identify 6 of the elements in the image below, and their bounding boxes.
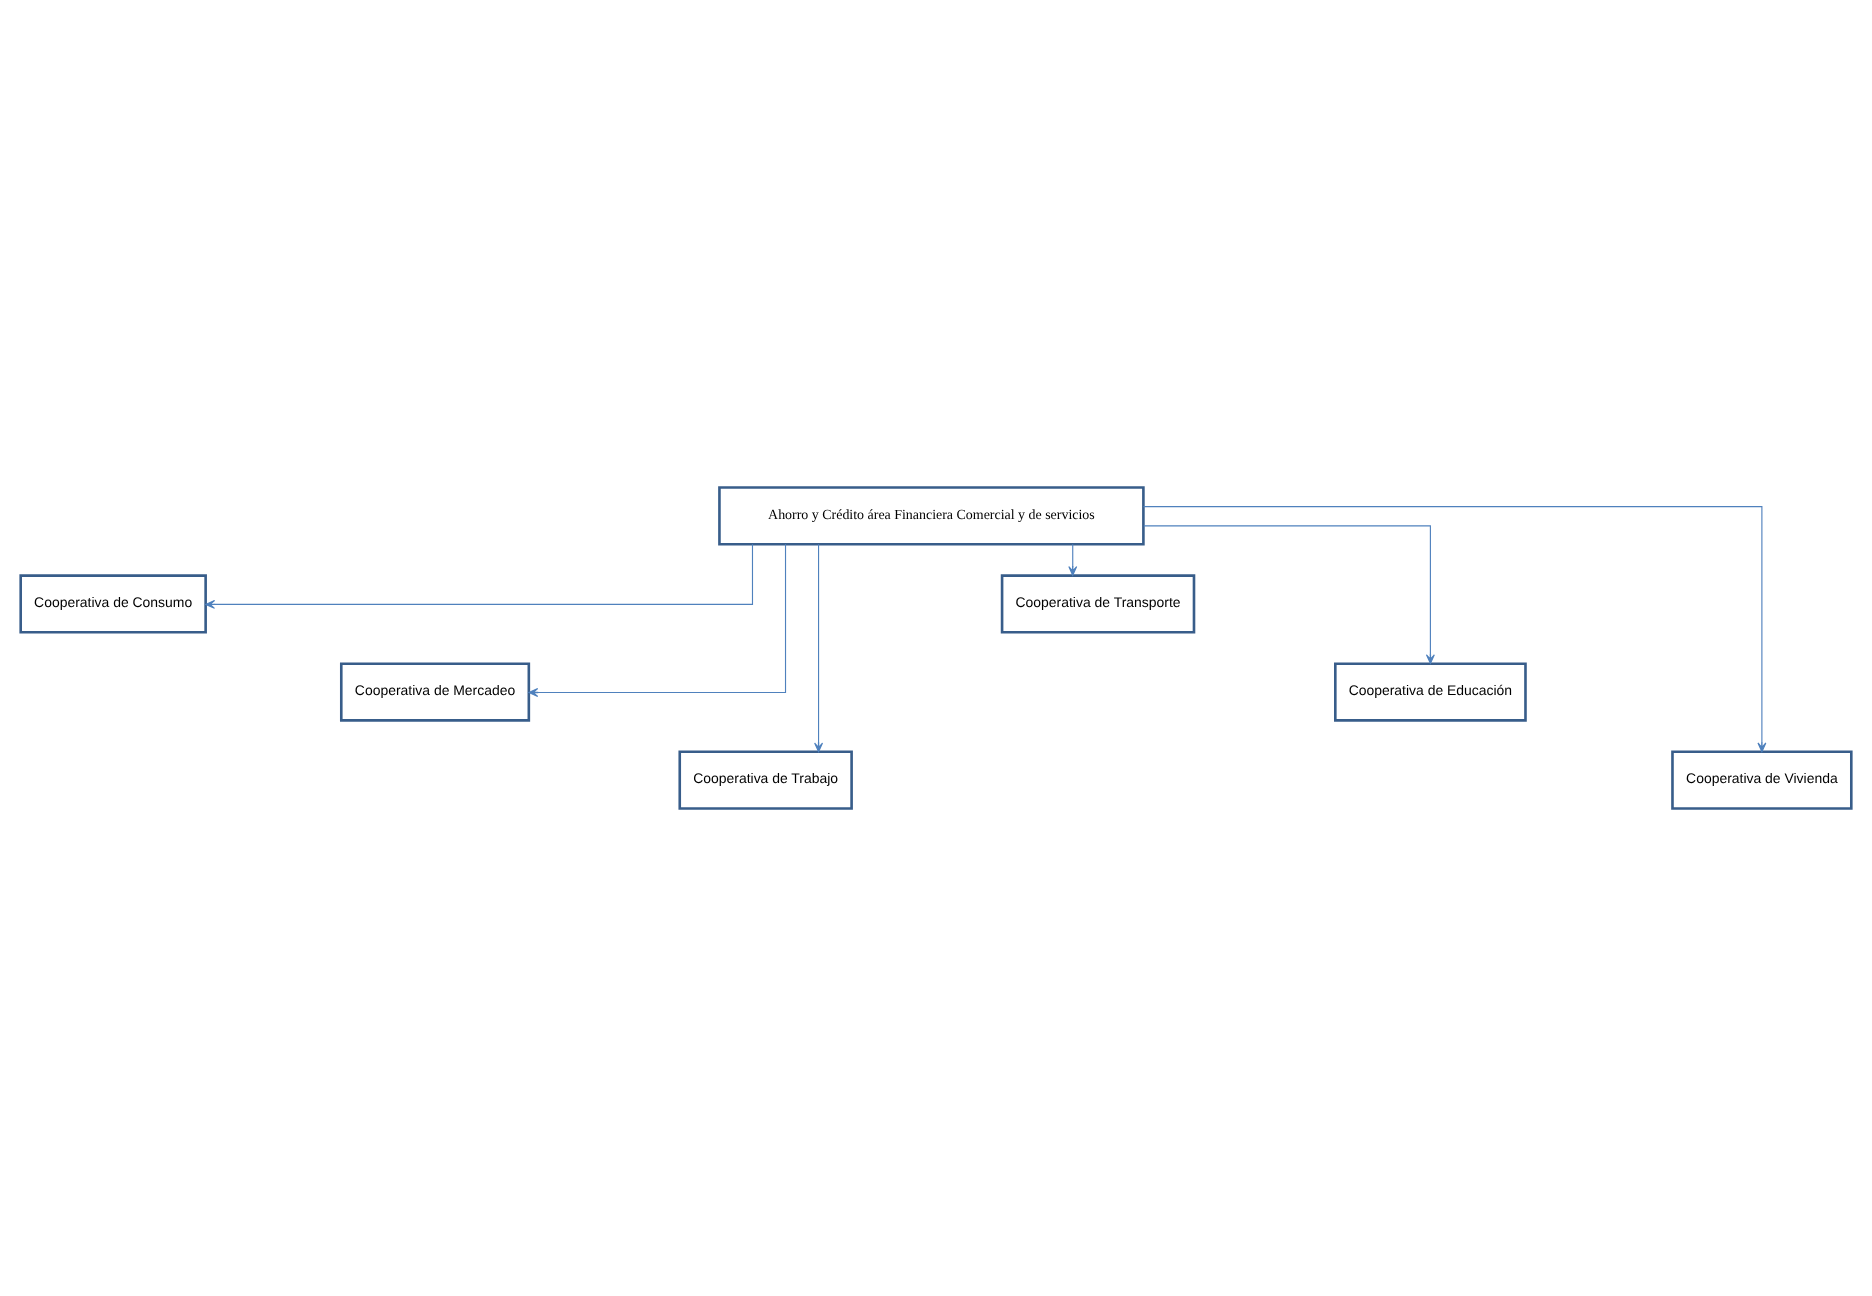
arrow <box>1142 506 1767 753</box>
arrow <box>205 543 754 609</box>
arrow <box>814 543 824 753</box>
arrow <box>528 543 787 697</box>
arrow <box>1143 525 1435 665</box>
arrow <box>1068 543 1078 576</box>
